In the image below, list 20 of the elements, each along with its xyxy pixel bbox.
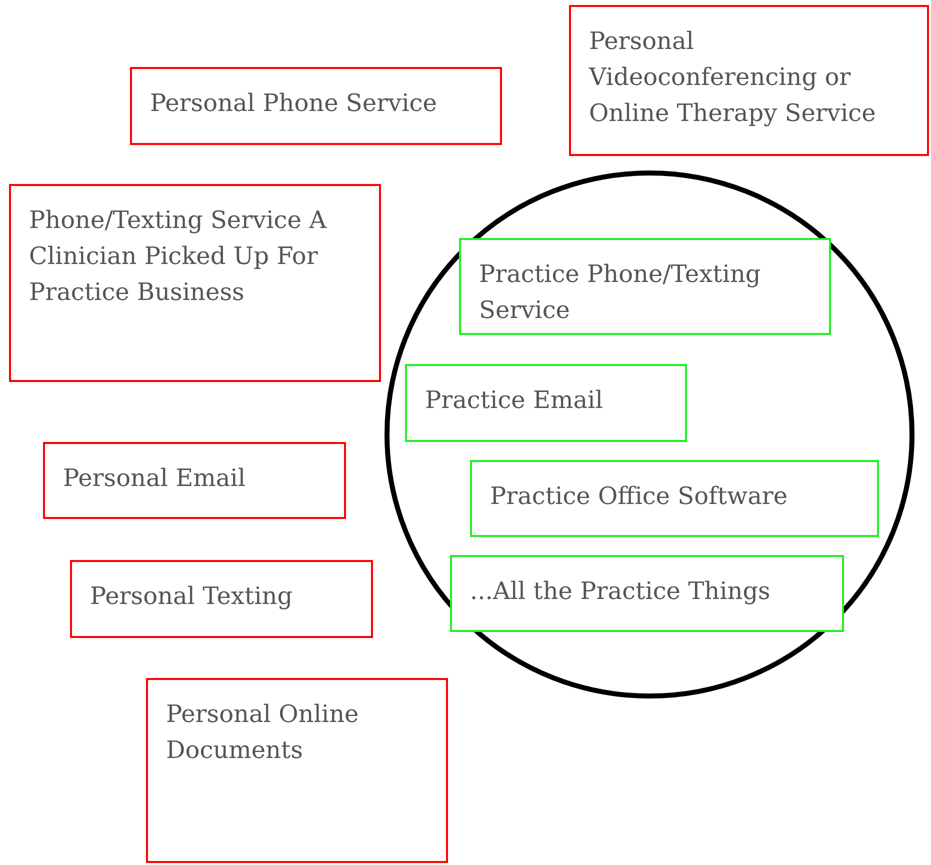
box-label: Practice Email [425, 385, 604, 416]
box-label: Practice Office Software [490, 481, 789, 512]
box-label: Phone/Texting Service A Clinician Picked Up For Practice Business [29, 205, 328, 308]
box-label: Personal Email [63, 463, 247, 494]
text-box [130, 67, 502, 145]
box-label: ...All the Practice Things [470, 576, 772, 607]
box-label: Practice Phone/Texting Service [479, 259, 762, 326]
text-box [450, 555, 844, 632]
text-box [569, 5, 929, 156]
box-label: Personal Videoconferencing or Online Therapy Service [589, 26, 877, 129]
text-box [9, 184, 381, 382]
box-label: Personal Texting [90, 581, 294, 612]
text-box [146, 678, 448, 863]
text-box [43, 442, 346, 519]
box-label: Personal Online Documents [166, 699, 360, 766]
text-box [70, 560, 373, 638]
text-box [405, 364, 687, 442]
box-label: Personal Phone Service [150, 88, 438, 119]
text-box [470, 460, 879, 537]
text-box [459, 238, 831, 335]
